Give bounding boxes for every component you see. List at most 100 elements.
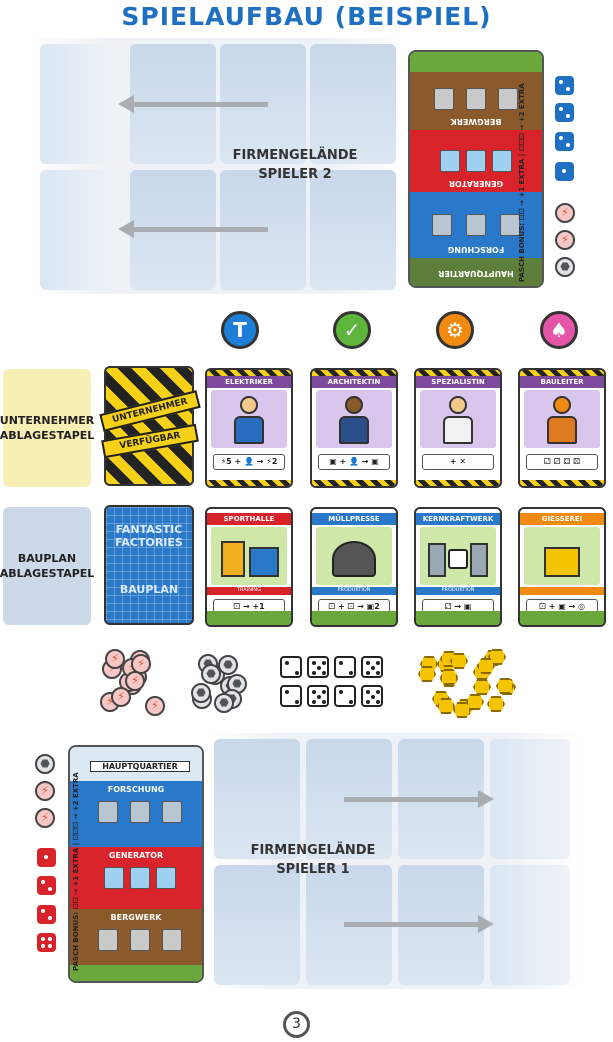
- building-card-kernkraftwerk[interactable]: KERNKRAFTWERK PRODUKTION ⚁ → ▣: [414, 507, 502, 627]
- player1-slot[interactable]: [490, 739, 570, 859]
- player1-label-line1: FIRMENGELÄNDE: [250, 843, 376, 858]
- worker-card-architektin[interactable]: ARCHITEKTIN ▣ + 👤 → ▣: [310, 368, 398, 488]
- player2-company-area[interactable]: FIRMENGELÄNDE SPIELER 2: [30, 38, 402, 294]
- bauplan-discard-pile[interactable]: BAUPLAN ABLAGESTAPEL: [0, 507, 94, 625]
- white-die[interactable]: [307, 685, 329, 707]
- player1-label-line2: SPIELER 1: [276, 862, 350, 877]
- red-die[interactable]: [37, 848, 56, 867]
- arrow-left-icon: [118, 220, 268, 238]
- white-die[interactable]: [334, 685, 356, 707]
- building-card-title: MÜLLPRESSE: [312, 513, 396, 525]
- player1-slot[interactable]: [490, 865, 570, 985]
- red-die[interactable]: [37, 876, 56, 895]
- player2-slot[interactable]: [40, 44, 120, 164]
- gold-token-icon[interactable]: [440, 669, 458, 685]
- ore-token-icon[interactable]: ⬣: [218, 655, 238, 675]
- building-card-title: SPORTHALLE: [207, 513, 291, 525]
- player2-hq-board[interactable]: HAUPTQUARTIER FORSCHUNG GENERATOR BERGWE…: [408, 50, 544, 288]
- gold-token-icon[interactable]: [496, 678, 514, 694]
- player1-company-area[interactable]: FIRMENGELÄNDE SPIELER 1: [208, 733, 580, 989]
- building-card-sporthalle[interactable]: SPORTHALLE TRAINING ⚀ → +1: [205, 507, 293, 627]
- worker-card-elektriker[interactable]: ELEKTRIKER ⚡5 + 👤 → ⚡2: [205, 368, 293, 488]
- hammer-icon: T: [221, 311, 259, 349]
- bauplan-draw-stack[interactable]: FANTASTIC FACTORIES BAUPLAN: [104, 505, 194, 625]
- red-die[interactable]: [37, 933, 56, 952]
- energy-token-icon[interactable]: ⚡: [555, 230, 575, 250]
- player2-label-line1: FIRMENGELÄNDE: [232, 148, 358, 163]
- arrow-left-icon: [118, 95, 268, 113]
- arrow-right-icon: [344, 790, 494, 808]
- player2-area-label: FIRMENGELÄNDE SPIELER 2: [220, 146, 370, 184]
- player1-hq-board[interactable]: HAUPTQUARTIER FORSCHUNG GENERATOR BERGWE…: [68, 745, 204, 983]
- player1-slot[interactable]: [214, 865, 300, 985]
- worker-card-effect: ⚡5 + 👤 → ⚡2: [213, 454, 285, 470]
- blue-die[interactable]: [555, 103, 574, 122]
- white-die[interactable]: [361, 685, 383, 707]
- building-card-type: TRAINING: [207, 587, 291, 595]
- arrow-right-icon: [344, 915, 494, 933]
- player2-slot[interactable]: [310, 170, 396, 290]
- ore-token-icon[interactable]: ⬣: [35, 754, 55, 774]
- energy-token-icon[interactable]: ⚡: [111, 687, 131, 707]
- gold-token-icon[interactable]: [453, 702, 471, 718]
- gold-token-icon[interactable]: [487, 696, 505, 712]
- energy-supply[interactable]: ⚡⚡⚡⚡⚡⚡⚡⚡⚡⚡⚡⚡: [96, 646, 172, 722]
- page-title: SPIELAUFBAU (BEISPIEL): [121, 2, 492, 31]
- hq-pasch-bonus: PASCH BONUS: ⚀⚀ → +1 EXTRA | ⚀⚀⚀ → +2 EX…: [518, 83, 526, 282]
- dice-supply[interactable]: [280, 656, 390, 714]
- verfuegbar-tape: VERFÜGBAR: [101, 423, 199, 459]
- worker-card-title: ELEKTRIKER: [207, 376, 291, 388]
- ore-token-icon[interactable]: ⬣: [191, 683, 211, 703]
- building-card-type: PRODUKTION: [416, 587, 500, 595]
- player2-slot[interactable]: [310, 44, 396, 164]
- worker-card-title: SPEZIALISTIN: [416, 376, 500, 388]
- energy-token-icon[interactable]: ⚡: [145, 696, 165, 716]
- blue-die[interactable]: [555, 76, 574, 95]
- bauplan-pile-label1: BAUPLAN: [17, 552, 77, 565]
- blue-die[interactable]: [555, 132, 574, 151]
- gold-token-icon[interactable]: [466, 694, 484, 710]
- gold-token-icon[interactable]: [450, 653, 468, 669]
- gold-token-icon[interactable]: [488, 649, 506, 665]
- worker-card-bauleiter[interactable]: BAULEITER ⚁ ⚂ ⚃ ⚄: [518, 368, 606, 488]
- gold-token-icon[interactable]: [477, 658, 495, 674]
- white-die[interactable]: [280, 656, 302, 678]
- hq-research-label: FORSCHUNG: [107, 785, 165, 794]
- ore-token-icon[interactable]: ⬣: [555, 257, 575, 277]
- hq-pasch-bonus: PASCH BONUS: ⚀⚀ → +1 EXTRA | ⚀⚀⚀ → +2 EX…: [72, 772, 80, 971]
- white-die[interactable]: [334, 656, 356, 678]
- building-card-giesserei[interactable]: GIESSEREI ⚀ + ▣ → ◎: [518, 507, 606, 627]
- energy-token-icon[interactable]: ⚡: [35, 781, 55, 801]
- energy-token-icon[interactable]: ⚡: [35, 808, 55, 828]
- gold-token-icon[interactable]: [437, 698, 455, 714]
- energy-token-icon[interactable]: ⚡: [105, 649, 125, 669]
- gold-token-icon[interactable]: [473, 679, 491, 695]
- worker-card-spezialistin[interactable]: SPEZIALISTIN + ✕: [414, 368, 502, 488]
- white-die[interactable]: [361, 656, 383, 678]
- white-die[interactable]: [307, 656, 329, 678]
- gear-icon: ⚙: [436, 311, 474, 349]
- unternehmer-pile-label2: ABLAGESTAPEL: [0, 429, 95, 442]
- gold-token-icon[interactable]: [418, 666, 436, 682]
- red-die[interactable]: [37, 905, 56, 924]
- ore-token-icon[interactable]: ⬣: [214, 693, 234, 713]
- player2-slot[interactable]: [40, 170, 120, 290]
- bauplan-stack-line2: FACTORIES: [115, 536, 183, 549]
- building-card-type: PRODUKTION: [312, 587, 396, 595]
- building-card-muellpresse[interactable]: MÜLLPRESSE PRODUKTION ⚀ + ⚀ → ▣2: [310, 507, 398, 627]
- ore-token-icon[interactable]: ⬣: [201, 664, 221, 684]
- energy-token-icon[interactable]: ⚡: [125, 671, 145, 691]
- wrench-icon: ✓: [333, 311, 371, 349]
- unternehmer-draw-stack[interactable]: UNTERNEHMER VERFÜGBAR: [99, 366, 201, 486]
- worker-card-title: BAULEITER: [520, 376, 604, 388]
- worker-card-effect: + ✕: [422, 454, 494, 470]
- blue-die[interactable]: [555, 162, 574, 181]
- shovel-icon: ♠: [540, 311, 578, 349]
- energy-token-icon[interactable]: ⚡: [555, 203, 575, 223]
- worker-card-title: ARCHITEKTIN: [312, 376, 396, 388]
- unternehmer-discard-pile[interactable]: UNTERNEHMER ABLAGESTAPEL: [0, 369, 95, 487]
- white-die[interactable]: [280, 685, 302, 707]
- ore-supply[interactable]: ⬣⬣⬣⬣⬣⬣⬣⬣⬣⬣: [186, 652, 256, 718]
- player1-slot[interactable]: [214, 739, 300, 859]
- gold-supply[interactable]: [416, 640, 520, 720]
